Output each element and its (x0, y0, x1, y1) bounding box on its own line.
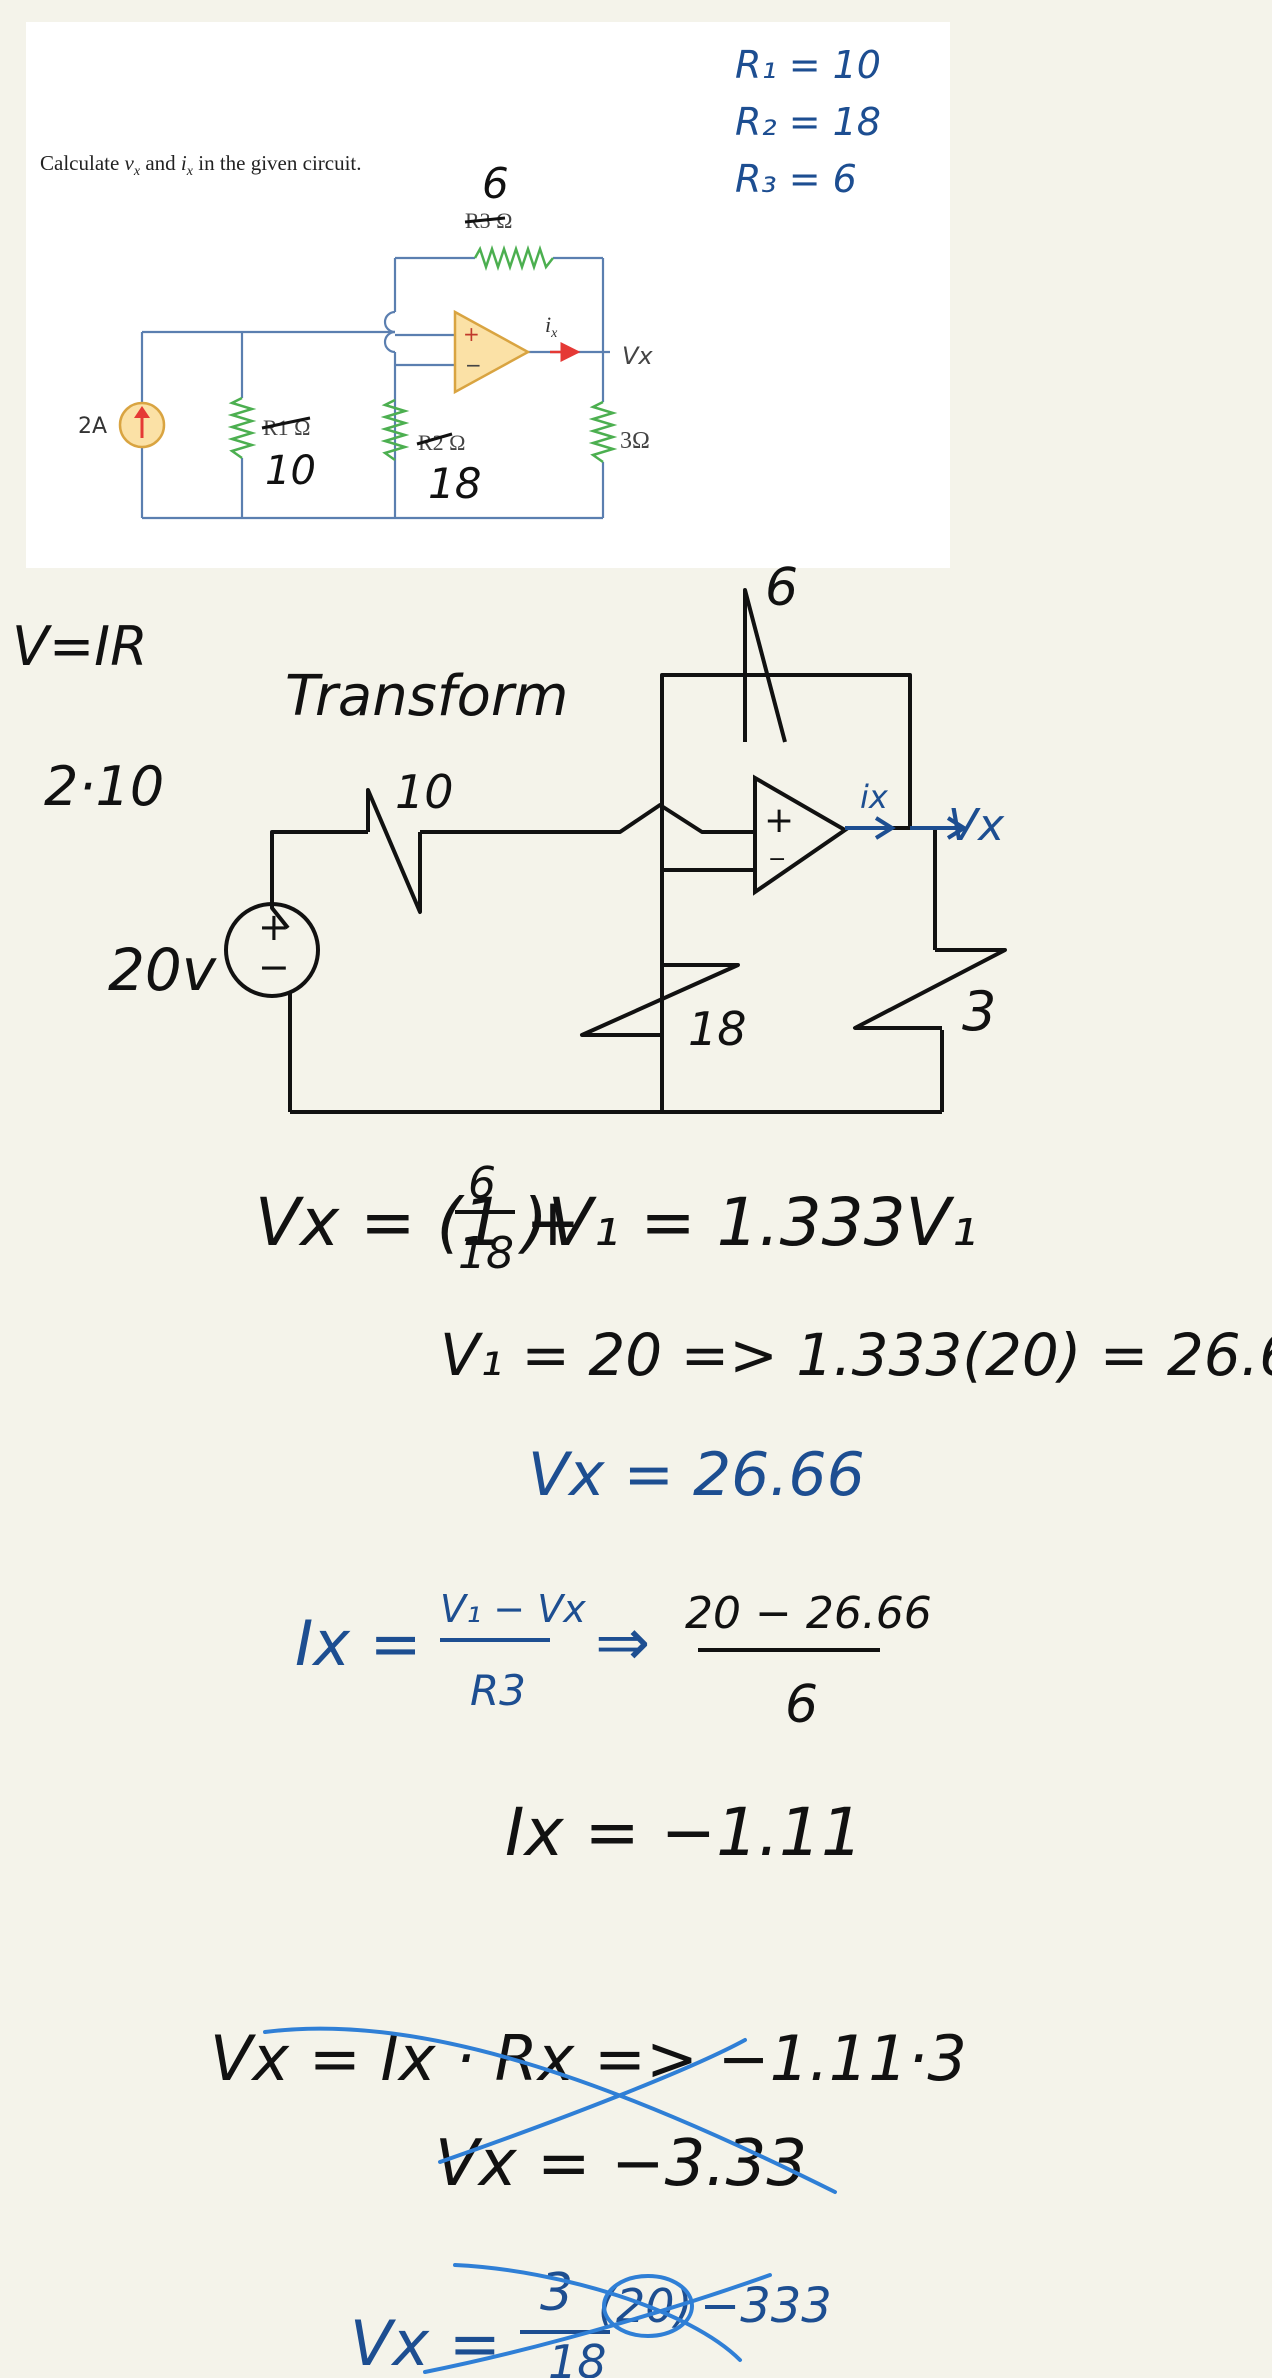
redrawn-r-top-label: 6 (765, 558, 798, 618)
eq4-denominator-2: 6 (785, 1675, 818, 1735)
eq4-denominator: R3 (470, 1666, 526, 1715)
strike-r1 (261, 416, 311, 430)
current-source-label: 2A (78, 414, 107, 439)
redrawn-op-amp-minus: − (768, 847, 786, 872)
annotation-r3-value: 6 (482, 159, 509, 208)
note-product: 2·10 (44, 755, 164, 818)
resistor-3ohm (588, 400, 618, 464)
problem-image-background (26, 22, 950, 568)
annotation-r2-value: 18 (428, 459, 481, 508)
vx-label: Vx (622, 342, 653, 370)
eq8-numerator: 3 (540, 2263, 573, 2323)
redrawn-op-amp (753, 774, 849, 896)
op-amp-minus: − (465, 353, 482, 377)
current-source-2a (118, 401, 166, 449)
eq4-numerator: V₁ − Vx (440, 1587, 586, 1631)
strike-r2 (416, 432, 453, 446)
annotation-r1-value: 10 (265, 448, 316, 494)
redrawn-vx-label: Vx (948, 800, 1005, 851)
note-transform: Transform (285, 664, 568, 729)
eq8-rhs: −333 (700, 2278, 832, 2334)
redrawn-r-right-label: 3 (962, 980, 996, 1043)
given-r3: R₃ = 6 (735, 157, 857, 201)
redrawn-op-amp-plus: + (764, 800, 794, 841)
problem-image: Calculate vx and ix in the given circuit… (26, 22, 950, 568)
resistor-r3 (473, 245, 554, 271)
redrawn-source-label: 20v (108, 936, 218, 1004)
redrawn-circuit: + − + − 20v 6 10 18 3 ix Vx (108, 558, 1007, 1114)
redrawn-voltage-source (224, 902, 320, 998)
eq1-lhs: Vx = (1 + (255, 1184, 581, 1261)
eq1-numerator: 6 (468, 1158, 496, 1209)
equation-ix-result: Ix = −1.11 (505, 1794, 863, 1871)
ix-label: ix (545, 312, 558, 341)
eq4-arrow: ⇒ (595, 1604, 650, 1681)
given-values: R₁ = 10 R₂ = 18 R₃ = 6 (735, 43, 881, 201)
given-r1: R₁ = 10 (735, 43, 881, 87)
eq1-denominator: 18 (458, 1228, 514, 1279)
redrawn-ix-label: ix (860, 778, 889, 816)
eq7: Vx = −3.33 (435, 2127, 807, 2201)
redrawn-wires (270, 588, 1007, 1114)
equation-v1-sub: V₁ = 20 => 1.333(20) = 26.66 (440, 1321, 1272, 1389)
cross-out-marks-1 (263, 2026, 837, 2194)
redrawn-r-left-label: 10 (395, 765, 454, 819)
note-ohms-law: V=IR (12, 615, 148, 678)
worked-solution: Vx = (1 + 6 18 )V₁ = 1.333V₁ V₁ = 20 => … (210, 1158, 1272, 2378)
strike-r3 (464, 216, 506, 224)
resistor-r2 (380, 398, 410, 462)
problem-statement: Calculate vx and ix in the given circuit… (40, 151, 362, 179)
op-amp-plus: + (463, 322, 480, 346)
redrawn-r-mid-label: 18 (688, 1002, 747, 1056)
crossed-out-attempt-1: Vx = Ix · Rx => −1.11·3 Vx = −3.33 (210, 2022, 967, 2201)
equation-ix: Ix = V₁ − Vx R3 ⇒ 20 − 26.66 6 (295, 1587, 932, 1735)
resistor-r1 (227, 396, 257, 460)
redrawn-source-plus: + (258, 905, 290, 949)
eq4-lhs: Ix = (295, 1607, 422, 1680)
cross-out-marks-2 (423, 2263, 772, 2374)
eq8-lhs: Vx = (350, 2307, 501, 2378)
crossed-out-attempt-2: Vx = 3 (20) −333 18 (350, 2263, 832, 2378)
given-r2: R₂ = 18 (735, 100, 881, 144)
redrawn-ix-arrow (845, 816, 968, 840)
eq1-rhs: )V₁ = 1.333V₁ (517, 1184, 977, 1261)
eq4-numerator-2: 20 − 26.66 (685, 1588, 932, 1639)
equation-vx-result: Vx = 26.66 (528, 1440, 865, 1510)
resistor-3ohm-label: 3Ω (620, 428, 650, 454)
equation-gain: Vx = (1 + 6 18 )V₁ = 1.333V₁ (255, 1158, 977, 1279)
redrawn-source-minus: − (258, 945, 290, 989)
op-amp (453, 309, 531, 395)
